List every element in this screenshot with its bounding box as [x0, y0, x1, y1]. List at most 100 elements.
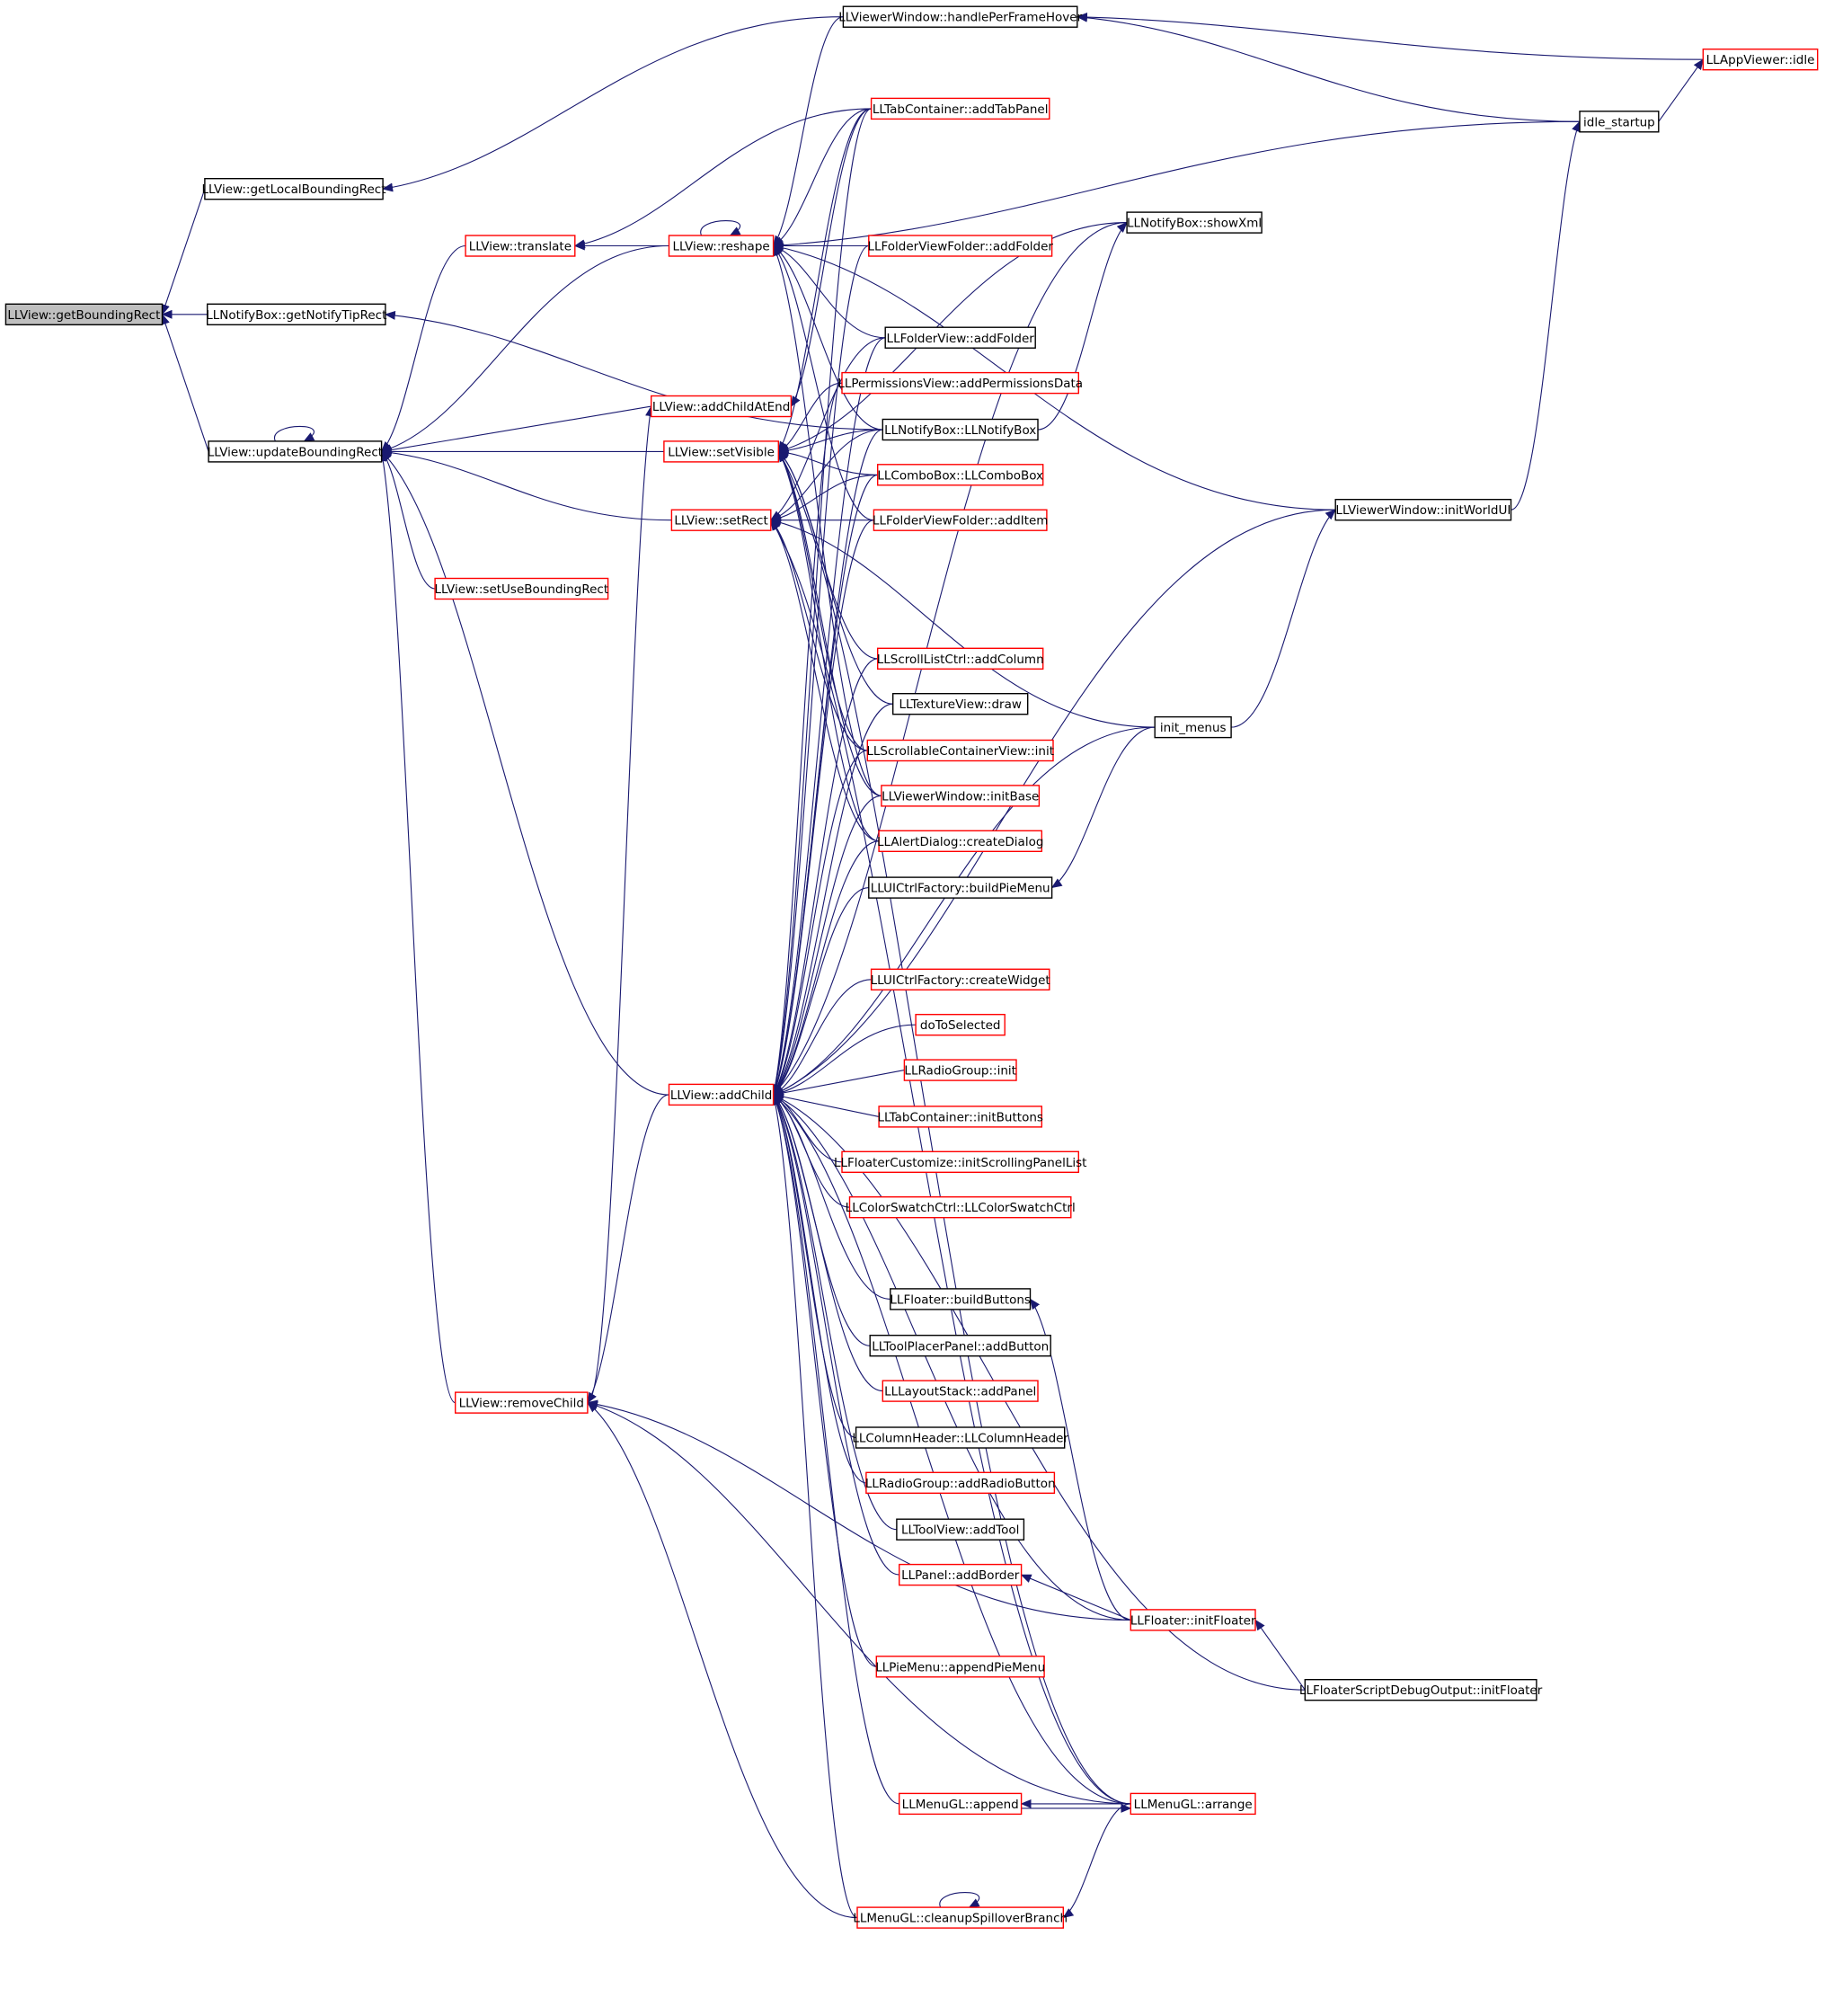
node-add-column[interactable]: LLScrollListCtrl::addColumn [877, 647, 1044, 670]
node-label: LLView::removeChild [459, 1397, 584, 1411]
node-add-panel[interactable]: LLLayoutStack::addPanel [882, 1380, 1039, 1402]
node-add-radio-button[interactable]: LLRadioGroup::addRadioButton [865, 1471, 1056, 1495]
node-translate[interactable]: LLView::translate [465, 235, 576, 257]
node-set-rect[interactable]: LLView::setRect [670, 509, 772, 531]
edge-remove-child-to-add-child-at-end [587, 405, 655, 1404]
node-label: LLTextureView::draw [899, 697, 1021, 712]
edge-set-use-bounding-rect-to-update-bounding-rect [380, 450, 436, 590]
node-folder-view-folder-add-folder[interactable]: LLFolderViewFolder::addFolder [867, 235, 1053, 257]
node-label: LLNotifyBox::showXml [1127, 217, 1262, 231]
node-combo-box-ctor[interactable]: LLComboBox::LLComboBox [877, 464, 1044, 486]
node-label: LLLayoutStack::addPanel [884, 1385, 1036, 1399]
node-get-local-bounding-rect[interactable]: LLView::getLocalBoundingRect [202, 177, 386, 200]
node-init-menus[interactable]: init_menus [1154, 715, 1232, 739]
node-box [903, 1059, 1017, 1081]
node-remove-child[interactable]: LLView::removeChild [455, 1391, 589, 1414]
node-add-child-at-end[interactable]: LLView::addChildAtEnd [651, 395, 793, 418]
edge-init-base-to-add-child [772, 795, 882, 1096]
node-floater-init[interactable]: LLFloater::initFloater [1130, 1609, 1256, 1631]
node-app-viewer-idle[interactable]: LLAppViewer::idle [1702, 49, 1819, 71]
node-label: LLMenuGL::cleanupSpilloverBranch [853, 1912, 1068, 1926]
node-box [882, 418, 1039, 441]
node-append-pie-menu[interactable]: LLPieMenu::appendPieMenu [875, 1656, 1045, 1678]
edge-create-dialog-to-set-visible [777, 450, 880, 842]
node-box [204, 177, 384, 200]
node-build-pie-menu[interactable]: LLUICtrlFactory::buildPieMenu [868, 876, 1053, 899]
node-box [841, 371, 1079, 395]
node-box [899, 1792, 1023, 1816]
node-box [896, 1518, 1025, 1541]
node-update-bounding-rect[interactable]: LLView::updateBoundingRect [208, 440, 383, 463]
node-idle-startup[interactable]: idle_startup [1579, 111, 1660, 133]
edge-floater-init-to-add-border [1020, 1574, 1131, 1621]
edge-menu-arrange-to-cleanup-spillover [1062, 1803, 1131, 1919]
node-box [882, 1380, 1039, 1402]
edge-column-header-ctor-to-add-child [773, 1094, 856, 1439]
node-box [1126, 211, 1263, 234]
node-radio-group-init[interactable]: LLRadioGroup::init [903, 1059, 1017, 1081]
edge-append-pie-menu-to-add-child [773, 1094, 877, 1667]
node-box [881, 785, 1041, 807]
node-cleanup-spillover[interactable]: LLMenuGL::cleanupSpilloverBranch [853, 1906, 1068, 1929]
node-build-buttons[interactable]: LLFloater::buildButtons [890, 1288, 1032, 1310]
node-scrollable-init[interactable]: LLScrollableContainerView::init [866, 739, 1054, 762]
node-menu-append[interactable]: LLMenuGL::append [899, 1792, 1023, 1816]
node-do-to-selected[interactable]: doToSelected [915, 1013, 1006, 1036]
node-add-child[interactable]: LLView::addChild [668, 1083, 775, 1106]
node-reshape[interactable]: LLView::reshape [668, 235, 775, 257]
node-label: LLView::getBoundingRect [7, 308, 160, 323]
node-label: LLAppViewer::idle [1706, 53, 1815, 67]
node-label: LLViewerWindow::initWorldUI [1335, 503, 1511, 518]
node-init-buttons[interactable]: LLTabContainer::initButtons [877, 1106, 1043, 1128]
node-init-scrolling-panel-list[interactable]: LLFloaterCustomize::initScrollingPanelLi… [834, 1150, 1086, 1174]
node-box [465, 235, 576, 257]
node-layer: LLView::getBoundingRect LLView::getLocalB… [4, 5, 1819, 1929]
node-menu-arrange[interactable]: LLMenuGL::arrange [1130, 1792, 1256, 1816]
node-add-permissions-data[interactable]: LLPermissionsView::addPermissionsData [837, 371, 1083, 395]
node-handle-per-frame-hover[interactable]: LLViewerWindow::handlePerFrameHover [838, 5, 1083, 28]
node-folder-view-add-folder[interactable]: LLFolderView::addFolder [884, 326, 1036, 349]
node-get-notify-tip-rect[interactable]: LLNotifyBox::getNotifyTipRect [206, 303, 386, 325]
node-show-xml[interactable]: LLNotifyBox::showXml [1126, 211, 1263, 234]
edge-floater-init-to-remove-child [586, 1399, 1131, 1621]
node-add-tool[interactable]: LLToolView::addTool [896, 1518, 1025, 1541]
node-tool-placer-add-button[interactable]: LLToolPlacerPanel::addButton [869, 1334, 1051, 1357]
node-set-visible[interactable]: LLView::setVisible [663, 440, 780, 463]
node-color-swatch-ctor[interactable]: LLColorSwatchCtrl::LLColorSwatchCtrl [846, 1195, 1076, 1219]
node-get-bounding-rect[interactable]: LLView::getBoundingRect [4, 303, 164, 325]
node-add-border[interactable]: LLPanel::addBorder [899, 1563, 1023, 1586]
node-box [668, 235, 775, 257]
edge-idle-startup-to-handle-per-frame-hover [1076, 13, 1581, 122]
node-add-tab-panel[interactable]: LLTabContainer::addTabPanel [870, 97, 1050, 120]
edge-create-dialog-to-add-child [772, 840, 880, 1096]
edge-get-local-bounding-rect-to-get-bounding-rect [161, 189, 206, 315]
node-create-dialog[interactable]: LLAlertDialog::createDialog [877, 830, 1043, 852]
node-column-header-ctor[interactable]: LLColumnHeader::LLColumnHeader [852, 1426, 1068, 1449]
node-init-world-ui[interactable]: LLViewerWindow::initWorldUI [1334, 499, 1512, 521]
node-label: LLView::addChildAtEnd [652, 400, 790, 414]
node-label: LLView::setVisible [668, 445, 775, 459]
edge-init-menus-to-build-pie-menu [1050, 726, 1156, 889]
edge-cleanup-spillover-self-loop [939, 1892, 980, 1908]
node-label: LLView::setRect [674, 514, 767, 528]
edge-remove-child-to-update-bounding-rect [378, 450, 456, 1404]
node-box [870, 97, 1050, 120]
node-label: LLColorSwatchCtrl::LLColorSwatchCtrl [846, 1201, 1076, 1215]
node-label: LLView::reshape [672, 240, 769, 254]
node-texture-view-draw[interactable]: LLTextureView::draw [892, 693, 1029, 715]
node-notify-box-ctor[interactable]: LLNotifyBox::LLNotifyBox [882, 418, 1039, 441]
node-script-debug-init[interactable]: LLFloaterScriptDebugOutput::initFloater [1299, 1678, 1543, 1701]
node-label: LLMenuGL::arrange [1134, 1798, 1253, 1812]
node-set-use-bounding-rect[interactable]: LLView::setUseBoundingRect [434, 577, 609, 600]
node-add-item[interactable]: LLFolderViewFolder::addItem [873, 509, 1049, 531]
edge-cleanup-spillover-to-add-child [771, 1094, 858, 1919]
edge-color-swatch-ctor-to-add-child [772, 1094, 850, 1208]
node-box [868, 876, 1053, 899]
node-label: LLUICtrlFactory::createWidget [871, 973, 1050, 988]
node-init-base[interactable]: LLViewerWindow::initBase [881, 785, 1041, 807]
node-label: LLViewerWindow::handlePerFrameHover [838, 11, 1082, 25]
node-create-widget[interactable]: LLUICtrlFactory::createWidget [871, 968, 1050, 991]
edge-build-buttons-to-add-child [772, 1094, 890, 1300]
node-box [455, 1391, 589, 1414]
